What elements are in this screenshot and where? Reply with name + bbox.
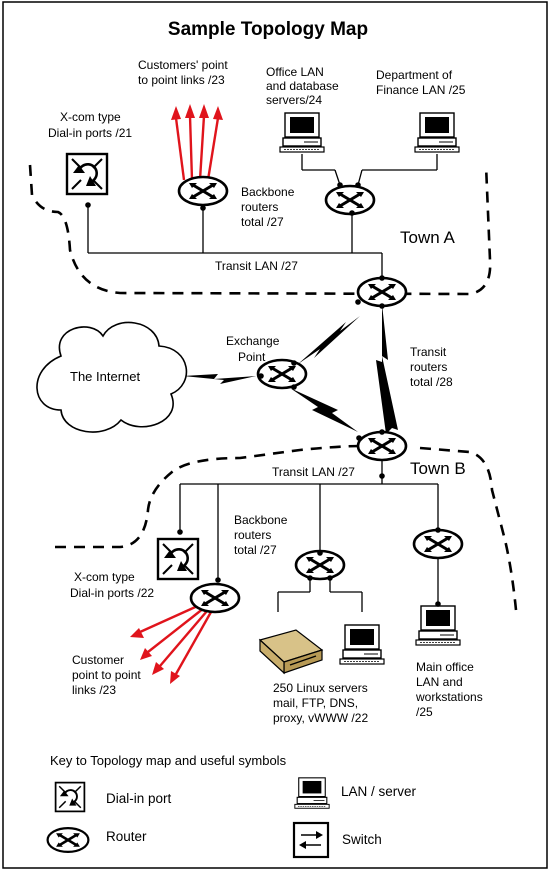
legend: Key to Topology map and useful symbols D… — [46, 753, 417, 859]
town-a-boundary — [28, 164, 492, 296]
office-lan-label: Office LAN and database servers/24 — [266, 65, 342, 107]
transit-lan-a-label: Transit LAN /27 — [215, 259, 298, 273]
backbone-b-label: Backbone routers total /27 — [234, 513, 291, 557]
legend-router-icon — [46, 826, 90, 854]
diagram-title: Sample Topology Map — [168, 19, 368, 40]
customers-links-a-label: Customers' point to point links /23 — [138, 58, 231, 87]
dialin-port-a — [65, 152, 109, 196]
legend-computer-icon — [294, 777, 330, 809]
backbone-router-a2 — [324, 184, 376, 216]
finance-lan-computer — [414, 112, 460, 153]
legend-dialin-icon — [54, 781, 86, 813]
wan-links — [183, 304, 398, 434]
office-lan-computer — [279, 112, 325, 153]
linux-servers-label: 250 Linux servers mail, FTP, DNS, proxy,… — [273, 681, 371, 725]
town-b-links — [179, 456, 439, 612]
connection-points — [85, 182, 441, 607]
legend-heading: Key to Topology map and useful symbols — [50, 753, 287, 768]
legend-switch-label: Switch — [342, 832, 382, 847]
legend-router-label: Router — [106, 829, 147, 844]
town-b-label: Town B — [410, 459, 466, 478]
customer-links-b — [130, 602, 213, 684]
linux-server-computer — [339, 624, 385, 665]
legend-switch-icon — [292, 821, 330, 859]
internet-label: The Internet — [70, 369, 140, 384]
transit-router-b — [356, 430, 408, 462]
transit-router-a — [356, 276, 408, 308]
linux-server-box — [258, 629, 324, 675]
town-b-boundary — [55, 444, 518, 611]
transit-routers-label: Transit routers total /28 — [410, 345, 453, 389]
legend-dialin-label: Dial-in port — [106, 791, 172, 806]
xcom-b-label: X-com type Dial-in ports /22 — [70, 570, 154, 600]
town-a-label: Town A — [400, 228, 455, 247]
xcom-a-label: X-com type Dial-in ports /21 — [48, 110, 132, 140]
legend-lan-server-label: LAN / server — [341, 784, 417, 799]
backbone-router-a1 — [177, 175, 229, 207]
main-office-computer — [415, 605, 461, 646]
customer-links-a — [171, 104, 223, 181]
exchange-point-label: Exchange Point — [226, 334, 283, 364]
exchange-point-router — [256, 358, 308, 390]
customer-links-b-label: Customer point to point links /23 — [72, 653, 144, 697]
backbone-router-b2 — [412, 528, 464, 560]
transit-lan-b-label: Transit LAN /27 — [272, 465, 355, 479]
finance-lan-label: Department of Finance LAN /25 — [376, 68, 466, 97]
backbone-a-label: Backbone routers total /27 — [241, 185, 298, 229]
dialin-port-b — [156, 537, 200, 581]
main-office-label: Main office LAN and workstations /25 — [415, 660, 486, 719]
backbone-router-b3 — [189, 582, 241, 614]
